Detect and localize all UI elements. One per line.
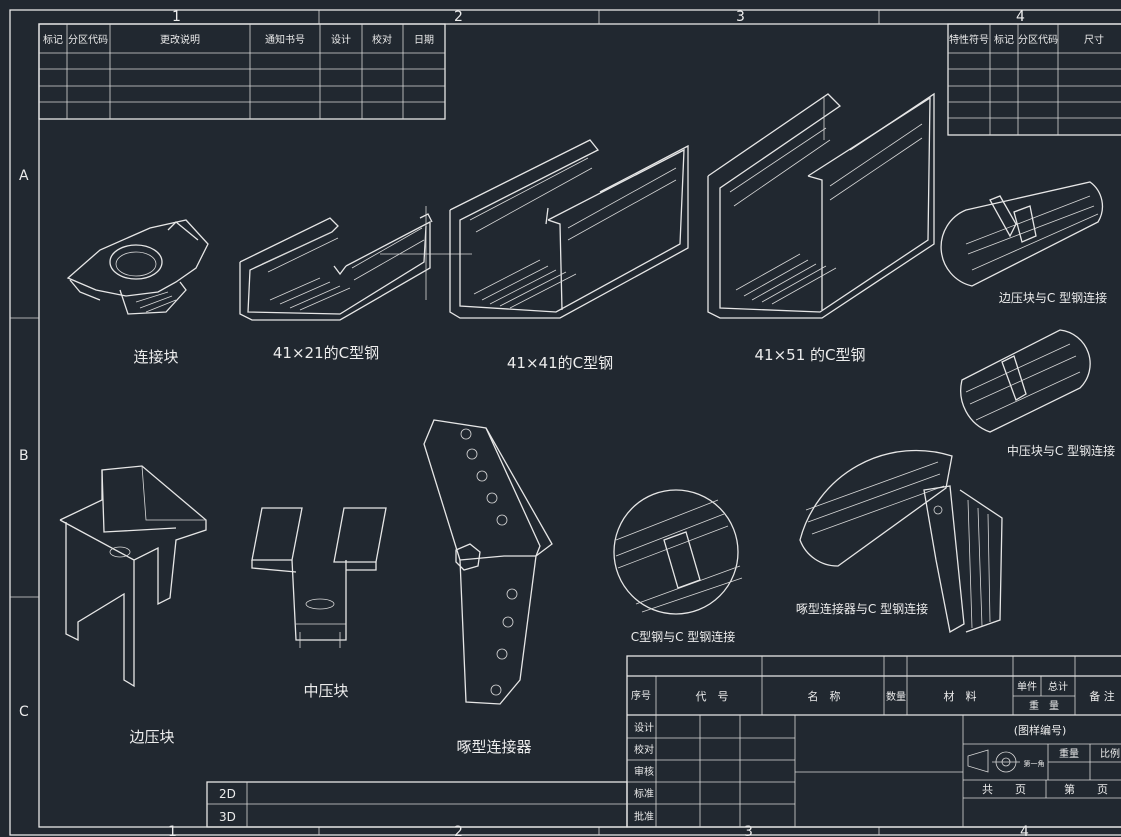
middle-clamp-drawing <box>251 507 387 648</box>
zone-bottom-3: 3 <box>744 824 753 837</box>
beak-connector-drawing <box>423 419 553 705</box>
zone-top-3: 3 <box>736 9 745 25</box>
zone-bottom-1: 1 <box>168 824 177 837</box>
label-c-to-c: C型钢与C 型钢连接 <box>631 629 736 644</box>
rev-header-notice: 通知书号 <box>265 33 305 46</box>
first-angle-symbol <box>967 749 1020 773</box>
part-labels: 连接块 41×21的C型钢 41×41的C型钢 41×51 的C型钢 边压块 中… <box>129 344 865 756</box>
tb-approve: 批准 <box>634 810 654 823</box>
c-steel-41x21-drawing <box>239 206 472 321</box>
detail-edge-clamp-to-c <box>940 181 1104 287</box>
prop-header-size: 尺寸 <box>1084 33 1104 46</box>
detail-labels: 边压块与C 型钢连接 中压块与C 型钢连接 C型钢与C 型钢连接 啄型连接器与C… <box>631 290 1115 644</box>
label-c-steel-41x21: 41×21的C型钢 <box>273 344 379 362</box>
zone-top-4: 4 <box>1016 9 1025 25</box>
property-table: 特性符号 标记 分区代码 尺寸 <box>947 23 1121 136</box>
zone-labels: 1 2 3 4 1 2 3 4 A B C <box>19 9 1029 837</box>
tb-total-sheets: 共 页 <box>982 783 1026 796</box>
rev-header-mark: 标记 <box>43 34 63 46</box>
zone-side-b: B <box>19 448 29 464</box>
zone-top-2: 2 <box>454 9 463 25</box>
tb-sheet-no: 第 页 <box>1064 782 1108 796</box>
title-block: 序号 代 号 名 称 数量 材 料 单件 总计 重 量 备 注 设计 校对 审核… <box>626 655 1121 828</box>
tb-remark: 备 注 <box>1089 689 1115 703</box>
revision-table: 标记 分区代码 更改说明 通知书号 设计 校对 日期 <box>38 23 446 120</box>
prop-header-mark: 标记 <box>994 34 1014 46</box>
rev-header-desc: 更改说明 <box>160 33 200 46</box>
tb-unit: 单件 <box>1017 681 1037 693</box>
label-beak-to-c: 啄型连接器与C 型钢连接 <box>796 601 928 616</box>
tb-review: 审核 <box>634 765 654 778</box>
tb-qty: 数量 <box>886 690 906 703</box>
label-middle-clamp: 中压块 <box>303 682 348 700</box>
rev-header-design: 设计 <box>331 33 351 46</box>
label-edge-clamp-to-c: 边压块与C 型钢连接 <box>999 290 1107 305</box>
zone-top-1: 1 <box>172 9 181 25</box>
tb-weight2: 重量 <box>1059 747 1079 760</box>
tb-name: 名 称 <box>808 689 841 703</box>
edge-clamp-drawing <box>59 465 207 688</box>
c-steel-41x41-drawing <box>449 139 689 319</box>
tb-standard: 标准 <box>634 788 654 800</box>
detail-c-to-c <box>613 489 743 615</box>
label-connector-block: 连接块 <box>133 348 178 366</box>
label-3d: 3D <box>219 810 236 824</box>
zone-bottom-2: 2 <box>454 824 463 837</box>
tb-scale: 比例 <box>1100 747 1120 760</box>
tb-seq: 序号 <box>631 689 651 702</box>
c-steel-41x51-drawing <box>707 92 935 319</box>
rev-header-check: 校对 <box>372 33 392 46</box>
label-c-steel-41x41: 41×41的C型钢 <box>507 354 613 372</box>
label-c-steel-41x51: 41×51 的C型钢 <box>755 346 866 364</box>
dimension-strip: 2D 3D <box>206 781 628 828</box>
tb-design: 设计 <box>634 721 654 734</box>
tb-drawing-no: (图样编号) <box>1014 723 1067 737</box>
label-middle-clamp-to-c: 中压块与C 型钢连接 <box>1007 443 1115 458</box>
tb-weight: 重 量 <box>1029 699 1059 712</box>
tb-material: 材 料 <box>944 689 977 703</box>
tb-first-angle: 第一角 <box>1024 759 1045 768</box>
label-2d: 2D <box>219 787 236 801</box>
rev-header-zone: 分区代码 <box>68 34 108 46</box>
rev-header-date: 日期 <box>414 34 434 46</box>
zone-bottom-4: 4 <box>1020 824 1029 837</box>
tb-code: 代 号 <box>696 690 729 703</box>
zone-side-c: C <box>19 704 29 720</box>
prop-header-symbol: 特性符号 <box>949 33 989 46</box>
detail-middle-clamp-to-c <box>960 329 1091 433</box>
zone-side-a: A <box>19 168 29 184</box>
label-beak-connector: 啄型连接器 <box>456 738 531 756</box>
drawing-frame <box>9 9 1121 836</box>
connector-block-drawing <box>66 219 209 315</box>
label-edge-clamp: 边压块 <box>129 728 174 746</box>
detail-beak-to-c <box>799 449 1003 634</box>
prop-header-zone: 分区代码 <box>1018 34 1058 46</box>
tb-total: 总计 <box>1048 680 1068 693</box>
tb-check: 校对 <box>634 743 654 756</box>
